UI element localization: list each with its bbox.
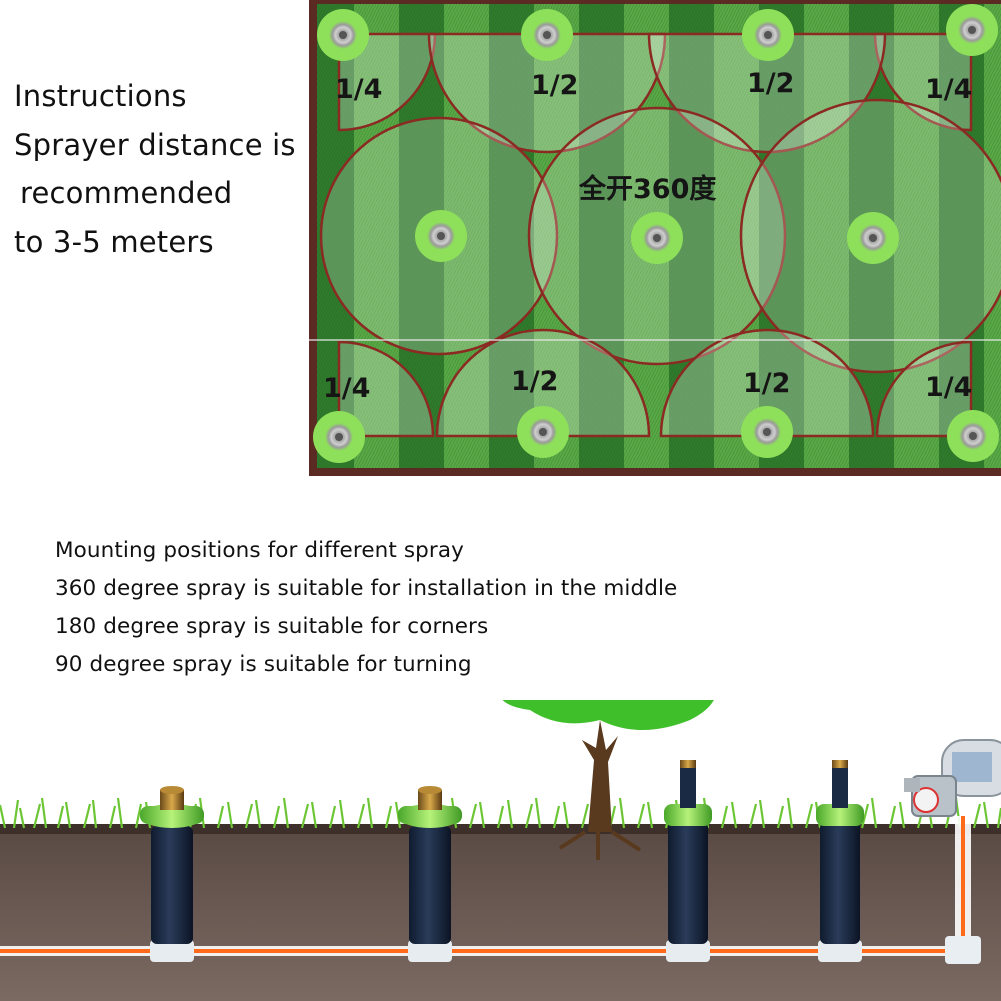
half-label: 1/2 xyxy=(511,366,558,397)
instructions-text: Instructions Sprayer distance is recomme… xyxy=(14,72,304,266)
lawn-coverage-diagram: 1/4 1/2 1/2 1/4 全开360度 1/4 1/2 1/2 1/4 xyxy=(309,0,1001,476)
mounting-line: 180 degree spray is suitable for corners xyxy=(55,614,489,639)
pop-up-sprinkler-icon xyxy=(140,786,204,962)
quarter-label: 1/4 xyxy=(925,74,972,105)
pop-up-sprinkler-icon xyxy=(816,760,864,962)
full-circle-label: 全开360度 xyxy=(578,173,716,205)
water-pipe xyxy=(0,816,981,964)
quarter-label: 1/4 xyxy=(925,372,972,403)
pump-icon xyxy=(904,739,1001,817)
quarter-label: 1/4 xyxy=(323,373,370,404)
instructions-heading: Instructions xyxy=(14,79,187,113)
half-label: 1/2 xyxy=(531,70,578,101)
pop-up-sprinkler-icon xyxy=(664,760,712,962)
mounting-heading: Mounting positions for different spray xyxy=(55,538,464,563)
ground-cross-section xyxy=(0,700,1001,1001)
sprinkler-heads xyxy=(313,4,999,463)
quarter-label: 1/4 xyxy=(335,74,382,105)
spray-coverage-areas xyxy=(319,32,1001,438)
mounting-text: Mounting positions for different spray 3… xyxy=(55,532,755,684)
pop-up-sprinkler-icon xyxy=(398,786,462,962)
half-label: 1/2 xyxy=(747,68,794,99)
instructions-line: Sprayer distance is xyxy=(14,127,296,162)
tree-icon xyxy=(502,700,714,860)
instructions-line: to 3-5 meters xyxy=(14,224,214,259)
mounting-line: 360 degree spray is suitable for install… xyxy=(55,576,678,601)
mounting-line: 90 degree spray is suitable for turning xyxy=(55,652,472,677)
instructions-line: recommended xyxy=(20,176,233,210)
half-label: 1/2 xyxy=(743,368,790,399)
